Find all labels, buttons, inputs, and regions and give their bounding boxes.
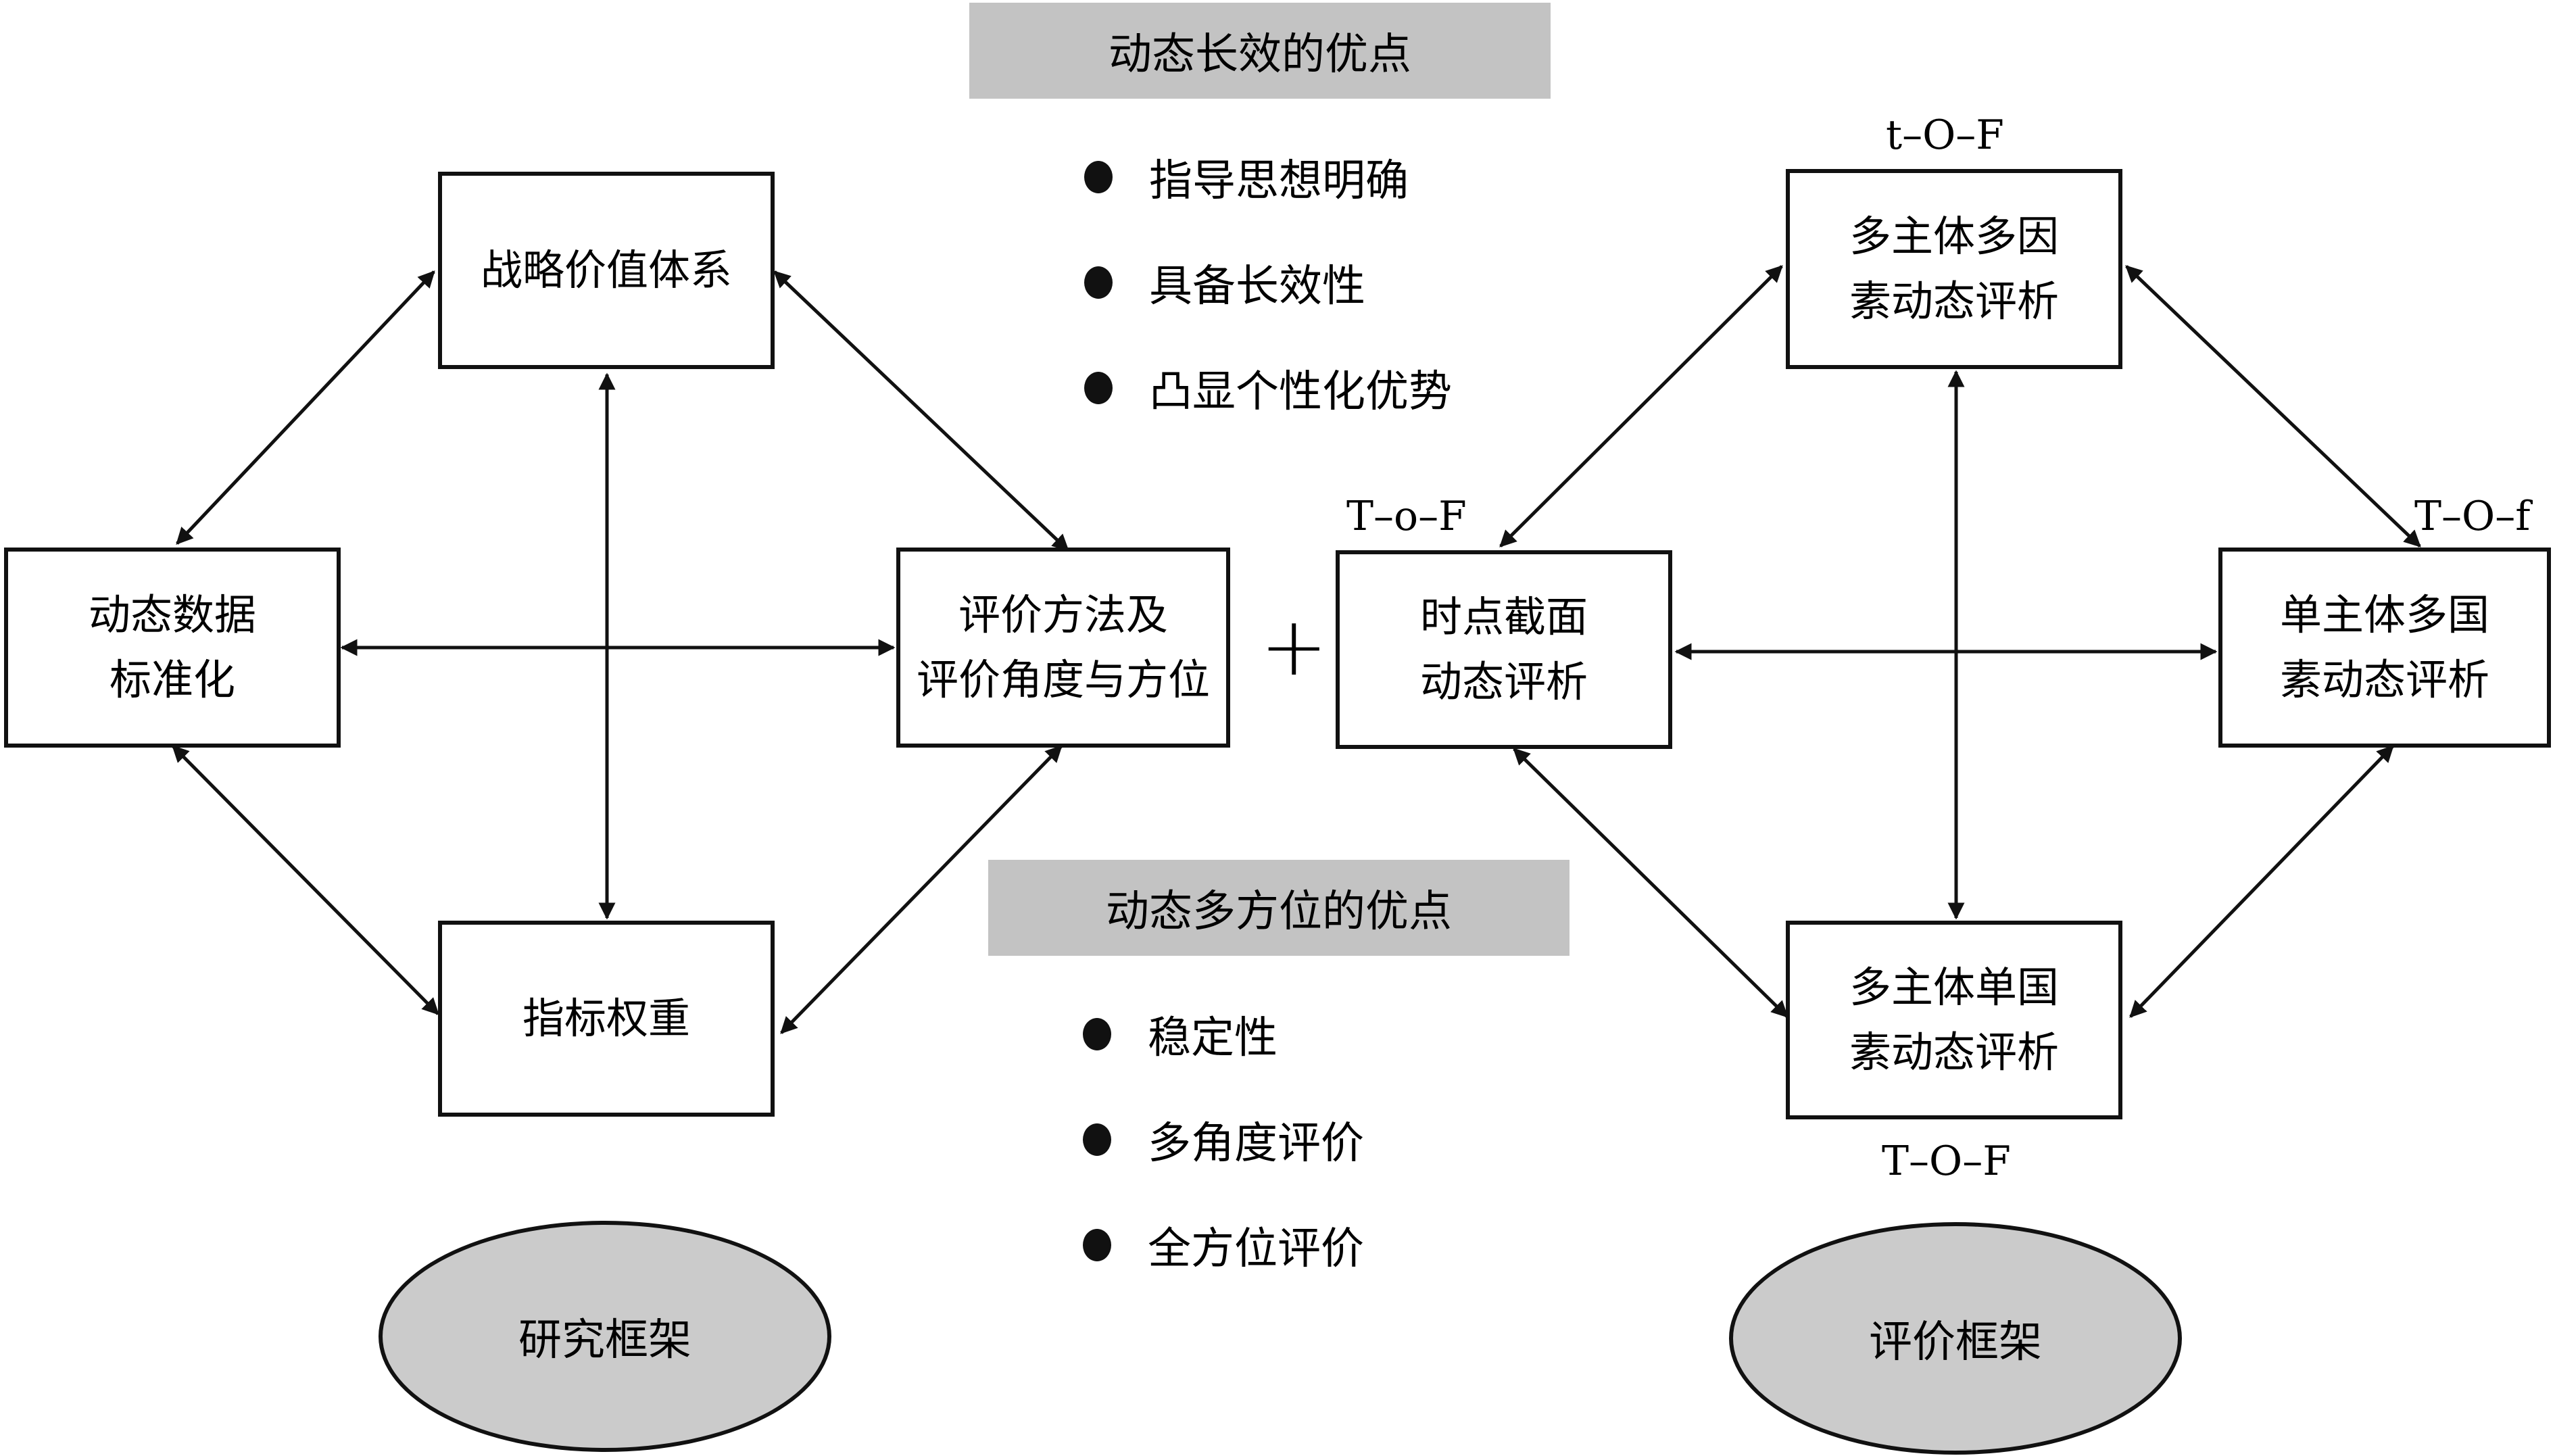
node-line: 指标权重 [522, 994, 690, 1043]
node-line: 战略价值体系 [480, 245, 732, 295]
list-item: 具备长效性 [1084, 230, 1452, 335]
node-line: 动态数据 [88, 590, 256, 639]
bullet-icon [1083, 1229, 1111, 1261]
tag-T-O-f: T–O–f [2414, 493, 2531, 540]
node-line: 单主体多国 [2279, 590, 2489, 639]
arrow-right-right-bottom-diag [2129, 745, 2394, 1018]
arrow-top-right-diag [773, 270, 1069, 552]
banner-long-term-advantages: 动态长效的优点 [969, 3, 1551, 99]
ellipse-label: 研究框架 [518, 1315, 691, 1365]
arrow-top-left-diag [176, 270, 435, 545]
node-line: 素动态评析 [2279, 655, 2489, 704]
banner-multi-direction-advantages: 动态多方位的优点 [988, 860, 1570, 956]
node-line: 时点截面 [1419, 592, 1588, 641]
banner-title: 动态多方位的优点 [1106, 887, 1452, 937]
arrow-right-top-right-diag [2125, 265, 2421, 548]
node-strategic-value-system: 战略价值体系 [438, 172, 775, 369]
bullet-icon [1084, 266, 1113, 299]
tag-T-o-F: T–o–F [1346, 493, 1467, 540]
list-item: 指导思想明确 [1084, 124, 1452, 230]
bullet-icon [1083, 1018, 1111, 1050]
plus-sign: + [1260, 600, 1328, 694]
node-line: 素动态评析 [1849, 1027, 2059, 1077]
list-long-term-advantages: 指导思想明确 具备长效性 凸显个性化优势 [1084, 124, 1452, 441]
list-item: 全方位评价 [1083, 1192, 1364, 1298]
node-evaluation-method-and-angle: 评价方法及 评价角度与方位 [896, 548, 1230, 748]
arrow-right-bottom-diag [780, 745, 1063, 1034]
list-item: 稳定性 [1083, 981, 1364, 1087]
node-multi-subject-single-factor: 多主体单国 素动态评析 [1786, 921, 2122, 1119]
bullet-icon [1084, 372, 1113, 404]
ellipse-evaluation-framework: 评价框架 [1729, 1222, 2182, 1455]
arrow-left-bottom-diag [172, 745, 439, 1015]
node-line: 评价方法及 [958, 590, 1168, 639]
ellipse-research-framework: 研究框架 [379, 1221, 831, 1452]
tag-T-O-F: T–O–F [1882, 1138, 2011, 1185]
node-line: 动态评析 [1419, 657, 1588, 706]
node-indicator-weight: 指标权重 [438, 921, 775, 1117]
node-line: 多主体单国 [1849, 963, 2059, 1012]
bullet-icon [1083, 1123, 1111, 1156]
node-line: 标准化 [109, 655, 235, 704]
node-time-section-analysis: 时点截面 动态评析 [1336, 550, 1672, 749]
banner-title: 动态长效的优点 [1109, 30, 1411, 80]
list-item: 多角度评价 [1083, 1087, 1364, 1192]
list-item: 凸显个性化优势 [1084, 335, 1452, 441]
arrow-right-top-left-diag [1499, 265, 1783, 548]
ellipse-label: 评价框架 [1869, 1317, 2042, 1367]
node-line: 多主体多因 [1849, 212, 2059, 261]
arrow-right-left-bottom-diag [1513, 748, 1788, 1018]
node-multi-subject-multi-factor: 多主体多因 素动态评析 [1786, 169, 2122, 369]
node-single-subject-multi-factor: 单主体多国 素动态评析 [2218, 548, 2551, 748]
node-line: 评价角度与方位 [916, 655, 1210, 704]
bullet-icon [1084, 161, 1113, 193]
node-dynamic-data-standardization: 动态数据 标准化 [4, 548, 341, 748]
tag-t-O-F: t–O–F [1886, 112, 2004, 159]
node-line: 素动态评析 [1849, 276, 2059, 326]
list-multi-direction-advantages: 稳定性 多角度评价 全方位评价 [1083, 981, 1364, 1298]
